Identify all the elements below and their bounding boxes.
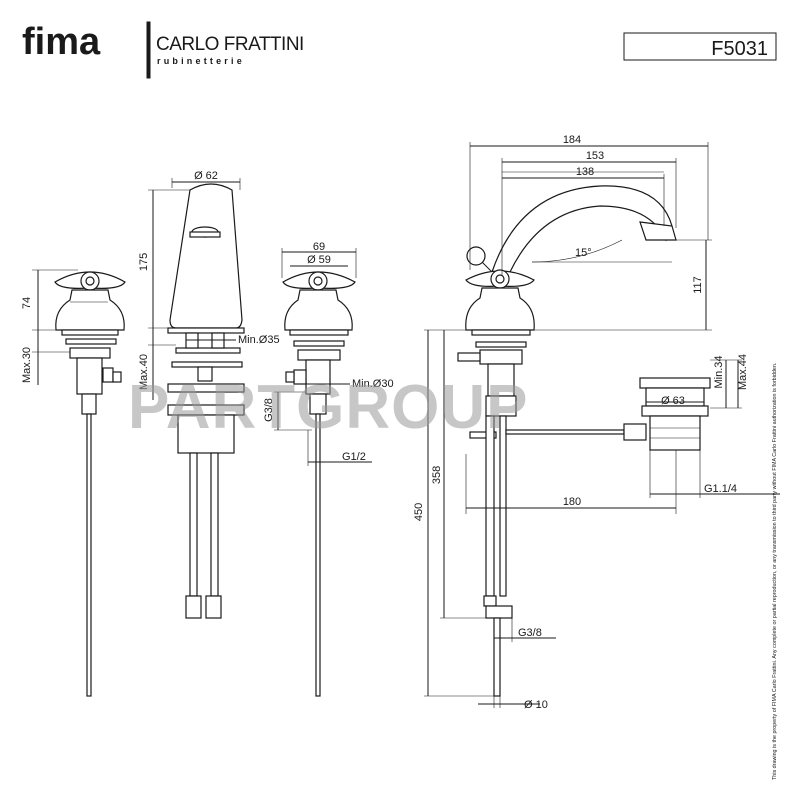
dim-g38-right: G3/8 — [493, 618, 556, 642]
svg-text:Ø 62: Ø 62 — [194, 170, 218, 182]
product-code: F5031 — [711, 38, 768, 60]
dim-74: 74 — [21, 269, 78, 331]
svg-text:180: 180 — [563, 496, 581, 508]
dim-184: 184 — [469, 134, 709, 270]
svg-text:69: 69 — [313, 241, 325, 253]
dim-63: Ø 63 — [646, 395, 704, 407]
right-valve — [282, 271, 356, 697]
watermark: PARTGROUP — [128, 373, 529, 442]
dim-g38-left: G3/8 — [263, 391, 312, 431]
brand-divider — [146, 21, 151, 79]
svg-text:Max.30: Max.30 — [21, 347, 33, 383]
svg-text:358: 358 — [431, 466, 443, 484]
svg-text:Ø 10: Ø 10 — [524, 699, 548, 711]
dim-450: 450 — [413, 329, 496, 697]
dim-175: 175 — [138, 189, 190, 329]
dim-max44: Max.44 — [710, 354, 749, 409]
dim-15-deg: 15° — [531, 239, 672, 263]
brand-fima: fima — [22, 21, 101, 63]
dim-69: 69 — [281, 241, 357, 278]
svg-text:G3/8: G3/8 — [518, 627, 542, 639]
dim-180: 180 — [465, 450, 677, 514]
svg-text:G1.1/4: G1.1/4 — [704, 483, 737, 495]
svg-text:117: 117 — [692, 276, 704, 294]
svg-text:Max.44: Max.44 — [737, 354, 749, 390]
svg-text:175: 175 — [138, 253, 150, 271]
svg-text:74: 74 — [21, 297, 33, 309]
svg-text:Min.Ø35: Min.Ø35 — [238, 334, 280, 346]
svg-text:184: 184 — [563, 134, 581, 146]
dim-min30: Min.Ø30 — [306, 378, 394, 390]
dim-10: Ø 10 — [478, 696, 548, 711]
copyright-note: This drawing is the property of FIMA Car… — [772, 363, 778, 780]
dim-138: 138 — [502, 166, 665, 226]
dim-min35: Min.Ø35 — [186, 334, 280, 346]
svg-text:Ø 59: Ø 59 — [307, 254, 331, 266]
dim-max30: Max.30 — [21, 330, 70, 385]
left-valve — [54, 271, 126, 697]
brand-carlo-frattini: CARLO FRATTINI — [156, 34, 304, 55]
side-view — [457, 185, 711, 697]
svg-text:Max.40: Max.40 — [138, 354, 150, 390]
dim-117: 117 — [530, 239, 712, 331]
svg-text:G3/8: G3/8 — [263, 398, 275, 422]
dim-g1-1-4: G1.1/4 — [649, 450, 780, 498]
svg-text:153: 153 — [586, 150, 604, 162]
brand-subtitle: rubinetterie — [157, 56, 245, 66]
dim-g12: G1/2 — [307, 430, 372, 466]
dim-59: Ø 59 — [290, 254, 348, 267]
svg-text:Min.Ø30: Min.Ø30 — [352, 378, 394, 390]
svg-text:Min.34: Min.34 — [713, 355, 725, 388]
code-box — [623, 32, 777, 61]
dim-max40: Max.40 — [138, 328, 176, 400]
svg-text:450: 450 — [413, 503, 425, 521]
header: fima CARLO FRATTINI rubinetterie F5031 — [22, 21, 777, 79]
svg-text:15°: 15° — [575, 247, 592, 259]
svg-text:Ø 63: Ø 63 — [661, 395, 685, 407]
svg-text:138: 138 — [576, 166, 594, 178]
dim-min34: Min.34 — [710, 355, 742, 408]
dim-358: 358 — [431, 330, 486, 619]
dim-62: Ø 62 — [171, 170, 241, 190]
svg-text:G1/2: G1/2 — [342, 451, 366, 463]
